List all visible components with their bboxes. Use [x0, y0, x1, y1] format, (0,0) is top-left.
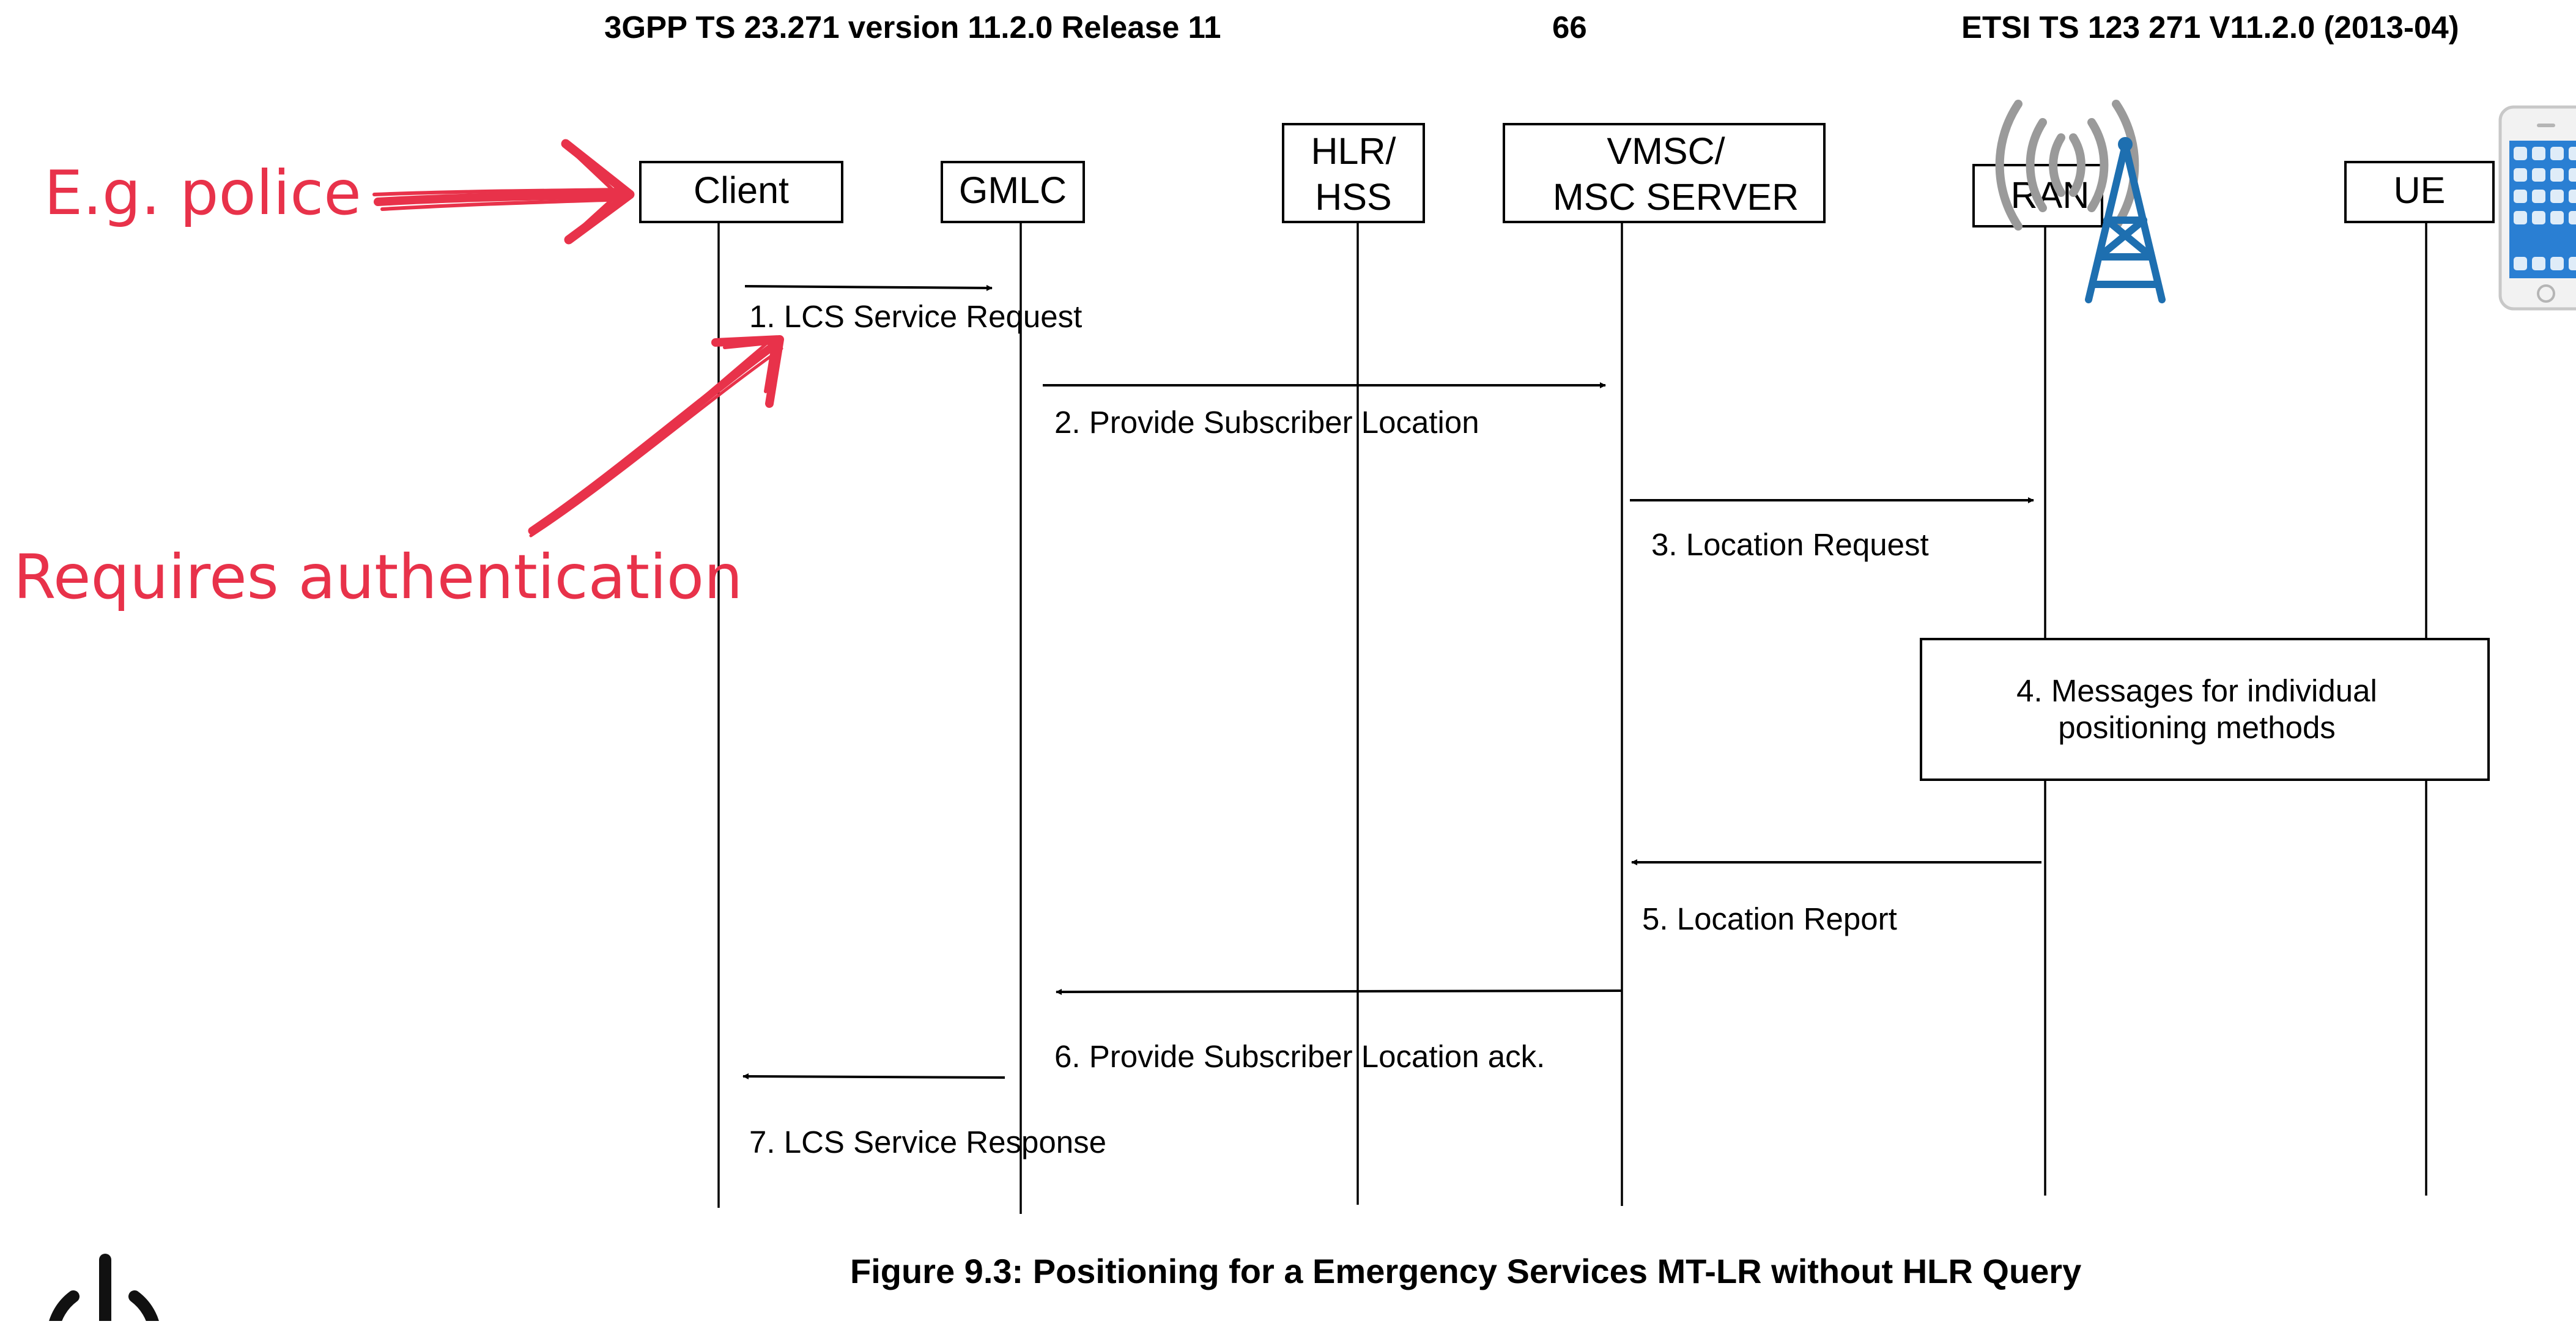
entity-client-label: Client — [694, 169, 789, 211]
annotation-auth-arrow — [528, 335, 784, 538]
entity-ue: UE — [2344, 161, 2495, 223]
entity-client: Client — [639, 161, 843, 223]
header-page-number: 66 — [1552, 10, 1587, 45]
entity-ue-label: UE — [2394, 169, 2446, 211]
power-icon — [48, 1254, 160, 1324]
message-label-6: 6. Provide Subscriber Location ack. — [1054, 1039, 1545, 1074]
message-label-5: 5. Location Report — [1642, 901, 1897, 936]
message-label-7: 7. LCS Service Response — [749, 1125, 1106, 1159]
entity-hlr-hss: HLR/ HSS — [1282, 123, 1425, 223]
entity-gmlc: GMLC — [941, 161, 1085, 223]
message-arrow-6 — [1056, 988, 1623, 995]
annotation-auth-label: Requires authentication — [13, 541, 742, 613]
message-label-3: 3. Location Request — [1651, 527, 1929, 562]
annotation-police-arrow — [372, 139, 635, 245]
positioning-box-line1: 4. Messages for individual — [2016, 673, 2377, 708]
positioning-box-line2: positioning methods — [2058, 710, 2336, 745]
message-arrow-7 — [742, 1073, 1005, 1080]
entity-vmsc: VMSC/ MSC SERVER — [1503, 123, 1826, 223]
smartphone-icon — [2498, 105, 2576, 311]
entity-gmlc-label: GMLC — [959, 169, 1067, 211]
message-label-1: 1. LCS Service Request — [749, 299, 1082, 334]
entity-vmsc-label-line1: VMSC/ — [1607, 130, 1725, 172]
entity-vmsc-label-line2: MSC SERVER — [1553, 176, 1799, 218]
radio-tower-icon — [1995, 100, 2166, 303]
header-etsi-reference: ETSI TS 123 271 V11.2.0 (2013-04) — [1961, 10, 2459, 45]
message-label-2: 2. Provide Subscriber Location — [1054, 405, 1479, 440]
positioning-methods-box: 4. Messages for individual positioning m… — [1920, 638, 2490, 781]
figure-caption: Figure 9.3: Positioning for a Emergency … — [850, 1252, 2081, 1290]
annotation-police-label: E.g. police — [44, 157, 361, 229]
entity-hlr-hss-label-line2: HSS — [1315, 176, 1391, 218]
message-arrow-1 — [744, 284, 993, 291]
header-spec-version: 3GPP TS 23.271 version 11.2.0 Release 11 — [604, 10, 1221, 45]
entity-hlr-hss-label-line1: HLR/ — [1311, 130, 1396, 172]
